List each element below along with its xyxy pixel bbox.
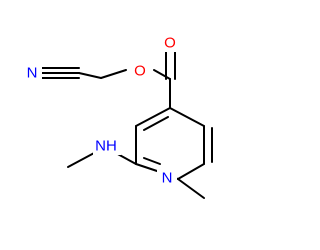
bond-c5-c6 [177, 163, 205, 180]
atom-o-carbonyl: O [160, 34, 180, 52]
bond-nring-c2-outer [135, 163, 161, 173]
atom-label-o-carbonyl: O [164, 35, 176, 52]
atom-n-ring: N [157, 169, 177, 187]
atom-label-nh-amine: NH [95, 138, 117, 155]
atom-o-ester: O [130, 62, 150, 80]
molecule-structure: O O N NH N [22, 34, 213, 199]
atom-labels: O O N NH N [22, 34, 180, 187]
structure-canvas: O O N NH N [22, 34, 213, 199]
bond-c3-c2-top [135, 107, 171, 127]
bond-c-oester [153, 69, 171, 80]
bond-ch2-cn [78, 72, 102, 79]
bond-nh-methyl [67, 151, 97, 168]
atom-nh-amine: NH [93, 137, 121, 155]
bond-nring-c2-inner [143, 157, 161, 165]
bond-c3-c4 [169, 107, 205, 127]
bond-c6-methyl [177, 178, 205, 199]
bond-ring-inner-top [143, 116, 169, 131]
atom-label-n-nitrile: N [27, 65, 38, 82]
bonds [39, 48, 213, 199]
atom-label-n-ring: N [162, 170, 173, 187]
bond-oester-ch2 [100, 69, 127, 79]
atom-label-o-ester: O [134, 63, 146, 80]
atom-n-nitrile: N [22, 64, 42, 82]
